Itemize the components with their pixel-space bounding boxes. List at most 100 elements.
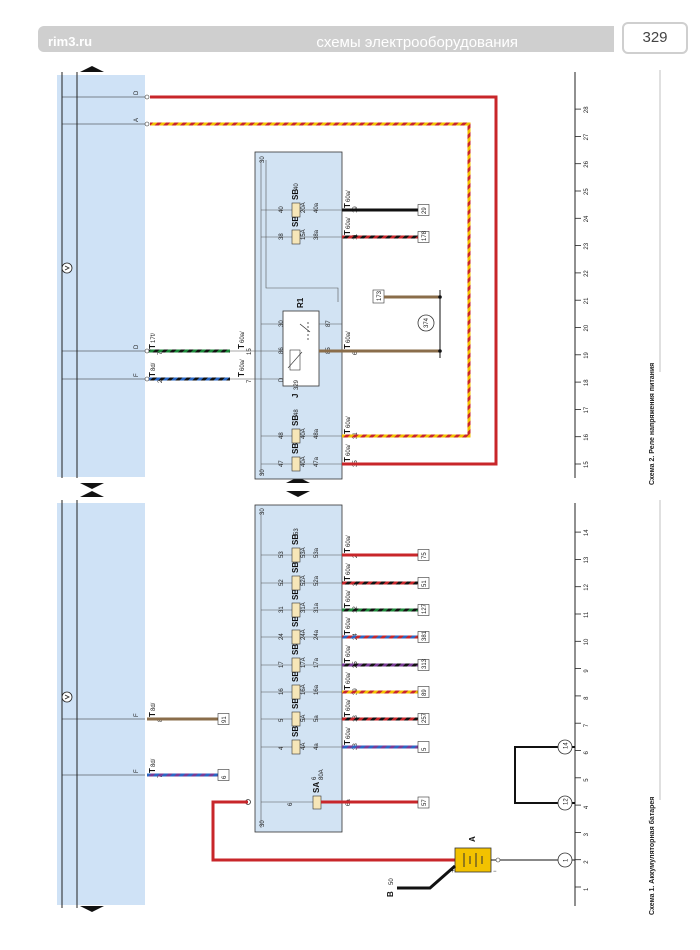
arrow-up-icon — [80, 491, 104, 497]
svg-text:6: 6 — [312, 776, 318, 780]
axis-label: 9 — [584, 669, 590, 673]
connector-label: T — [343, 230, 352, 235]
scheme2-caption: Схема 2. Реле напряжения питания — [649, 363, 656, 485]
axis-label: 12 — [584, 583, 590, 590]
fuse-input-pin: 31 — [279, 606, 285, 613]
reference-number: 127 — [422, 603, 428, 614]
fuse — [291, 602, 301, 618]
fuse-output-pin: 5a — [314, 715, 320, 722]
axis-label: 14 — [584, 529, 590, 536]
axis-label: 3 — [584, 832, 590, 836]
page-number: 329 — [622, 22, 688, 54]
fuse-label: SB — [291, 671, 300, 682]
connector-sub: 17f/ — [151, 333, 157, 343]
fuse-sa — [312, 795, 322, 810]
bus-label: 30 — [260, 820, 266, 827]
connector-label: T — [343, 429, 352, 434]
fuse — [291, 629, 301, 645]
fuse-label: SB — [291, 589, 300, 600]
connector-label: T — [237, 344, 246, 349]
connector-label: T — [343, 203, 352, 208]
splice-circle: 374 — [417, 314, 435, 332]
axis-label: 21 — [584, 297, 590, 304]
relay-pin: 30 — [279, 320, 285, 327]
arrow-down-icon — [286, 491, 310, 497]
relay-label: R1 — [296, 297, 305, 308]
axis-label: 22 — [584, 270, 590, 277]
fuse — [291, 202, 301, 218]
fuse-input-pin: 24 — [279, 633, 285, 640]
connector-pin: 7 — [158, 351, 164, 355]
terminal — [144, 121, 150, 127]
reference-number: 5 — [422, 747, 428, 751]
arrow-up-icon — [286, 477, 310, 483]
relay-pin: D — [279, 377, 285, 382]
fuse — [291, 547, 301, 563]
reference-number: 29 — [422, 207, 428, 214]
fuse-number: 48 — [294, 409, 300, 416]
fuse-rating: 4A — [301, 743, 307, 750]
axis-label: 1 — [584, 887, 590, 891]
ground-icon — [61, 262, 73, 274]
site-name: rim3.ru — [48, 34, 93, 49]
reference-box — [417, 686, 430, 698]
connector-pin-letter: A — [134, 118, 140, 122]
terminal — [144, 376, 150, 382]
fuse-label: SB — [291, 189, 300, 200]
fuse — [291, 711, 301, 727]
fuse-output-pin: 24a — [314, 629, 320, 640]
connector-sub: 60a/ — [240, 359, 246, 371]
axis-label: 25 — [584, 188, 590, 195]
reference-box — [417, 713, 430, 725]
fuse — [291, 657, 301, 673]
fuse-sa-label: SA — [312, 782, 321, 793]
ground-point-circle — [557, 739, 573, 755]
connector-sub: 8d/ — [151, 758, 157, 767]
connector-sub: 60a/ — [346, 190, 352, 202]
connector-label: T — [343, 685, 352, 690]
arrow-down-icon — [80, 906, 104, 912]
fuse-label: SB — [291, 726, 300, 737]
fuse — [291, 684, 301, 700]
fuse-output-pin: 38a — [314, 229, 320, 240]
fuse-input-pin: 5 — [279, 718, 285, 722]
ground-icon — [61, 691, 73, 703]
fuse — [291, 229, 301, 245]
arrow-down-icon — [80, 483, 104, 489]
connector-sub: 60a/ — [346, 727, 352, 739]
fuse — [291, 428, 301, 444]
axis-label: 28 — [584, 106, 590, 113]
fuse-rating: 24A — [301, 629, 307, 640]
axis-label: 13 — [584, 556, 590, 563]
connector-sub: 60a/ — [346, 699, 352, 711]
fuse-label: SB — [291, 443, 300, 454]
connector-label: T — [237, 372, 246, 377]
svg-text:374: 374 — [424, 317, 430, 328]
axis-label: 27 — [584, 133, 590, 140]
terminal — [144, 94, 150, 100]
reference-box — [417, 659, 430, 671]
reference-box — [417, 549, 430, 561]
connector-pin: 2 — [158, 379, 164, 383]
connector-label: T — [148, 768, 157, 773]
fuse-input-pin: 16 — [279, 688, 285, 695]
connector-label: T — [343, 576, 352, 581]
fuse-label: SB — [291, 562, 300, 573]
axis-label: 5 — [584, 778, 590, 782]
battery-icon — [454, 847, 492, 873]
reference-box — [217, 713, 230, 725]
fuse-input-pin: 53 — [279, 551, 285, 558]
ground-point-label: 12 — [564, 798, 570, 805]
fuse-output-pin: 31a — [314, 602, 320, 613]
fuse-output-pin: 4a — [314, 743, 320, 750]
fuse-output-pin: 16a — [314, 684, 320, 695]
axis-label: 18 — [584, 379, 590, 386]
fuse-input-pin: 17 — [279, 661, 285, 668]
svg-text:57: 57 — [422, 799, 428, 806]
connector-sub: 8d/ — [151, 702, 157, 711]
fuse-rating: 40A — [301, 456, 307, 467]
fuse-rating: 5A — [301, 715, 307, 722]
connector-sub: 60a/ — [346, 563, 352, 575]
